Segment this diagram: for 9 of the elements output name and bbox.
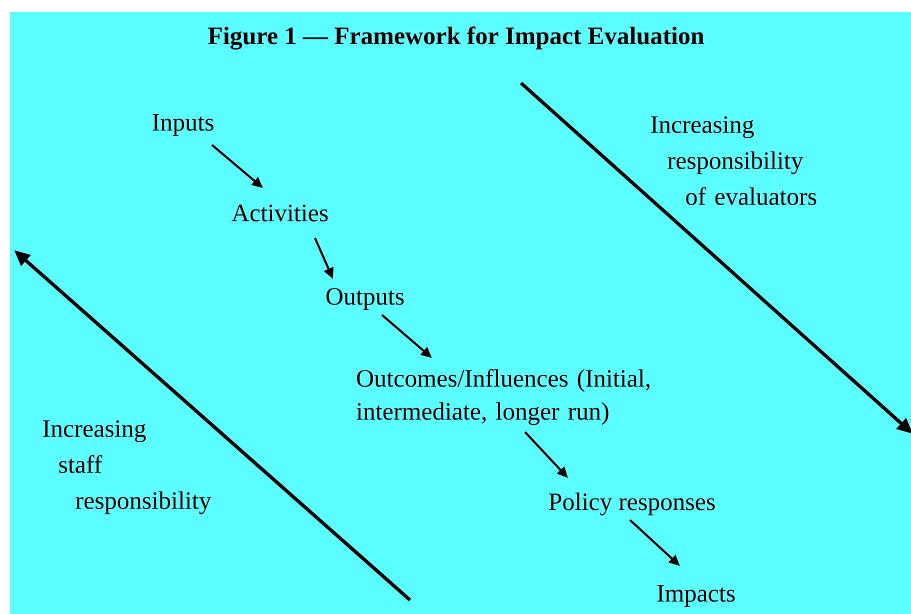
stage-text: Impacts [657,585,735,607]
stage-text: Policy responses [549,492,715,516]
stage-text: Outcomes/Influences (Initial, intermediate, longer run) [356,369,650,425]
stage-text: Outputs [326,288,404,310]
stage-text: Activities [232,204,328,222]
stage-text: Inputs [152,114,214,136]
side-label: Increasing responsibility of evaluators [651,116,816,205]
side-label: Increasing staff responsibility [43,420,212,514]
title: Figure 1 — Framework for Impact Evaluation [208,26,704,50]
